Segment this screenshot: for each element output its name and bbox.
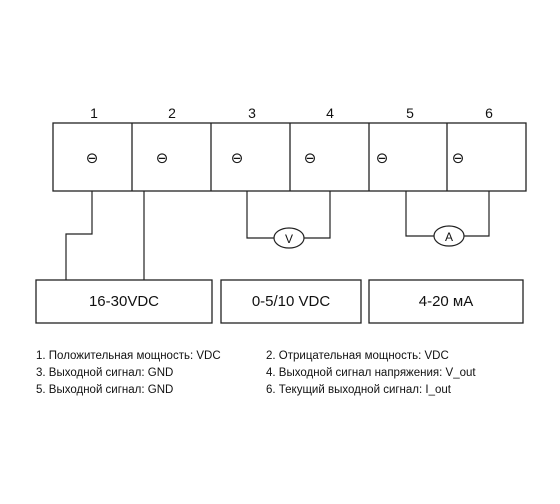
current-box bbox=[368, 279, 524, 324]
voltmeter-icon bbox=[273, 227, 305, 249]
terminal-block bbox=[52, 122, 527, 192]
ammeter-loop bbox=[405, 191, 490, 247]
power-box-label: 16-30VDC bbox=[89, 293, 159, 310]
terminal-number-4: 4 bbox=[326, 105, 334, 121]
legend-item-5: 5. Выходной сигнал: GND bbox=[36, 384, 173, 396]
wire-terminal-5 bbox=[405, 191, 434, 237]
screw-icon: ⊖ bbox=[376, 149, 389, 167]
terminal-number-2: 2 bbox=[168, 105, 176, 121]
power-box bbox=[35, 279, 213, 324]
screw-icon: ⊖ bbox=[86, 149, 99, 167]
ammeter-icon bbox=[433, 225, 465, 247]
screw-icon: ⊖ bbox=[452, 149, 465, 167]
legend-item-3: 3. Выходной сигнал: GND bbox=[36, 367, 173, 379]
screw-icon: ⊖ bbox=[304, 149, 317, 167]
wire-terminal-1 bbox=[65, 191, 93, 280]
terminal-number-1: 1 bbox=[90, 105, 98, 121]
legend-item-1: 1. Положительная мощность: VDC bbox=[36, 350, 221, 362]
terminal-number-3: 3 bbox=[248, 105, 256, 121]
voltage-box-label: 0-5/10 VDC bbox=[252, 293, 331, 310]
power-wires bbox=[65, 191, 145, 280]
ammeter-label: A bbox=[445, 230, 453, 244]
wire-terminal-3 bbox=[246, 191, 274, 239]
legend-item-4: 4. Выходной сигнал напряжения: V_out bbox=[266, 367, 476, 379]
wire-terminal-6 bbox=[464, 191, 490, 237]
screw-icon: ⊖ bbox=[156, 149, 169, 167]
voltage-box bbox=[220, 279, 362, 324]
screw-icon: ⊖ bbox=[231, 149, 244, 167]
terminal-number-6: 6 bbox=[485, 105, 493, 121]
current-box-label: 4-20 мА bbox=[419, 293, 474, 310]
wire-terminal-4 bbox=[304, 191, 331, 239]
legend-item-6: 6. Текущий выходной сигнал: I_out bbox=[266, 384, 452, 396]
terminal-number-5: 5 bbox=[406, 105, 414, 121]
legend: 1. Положительная мощность: VDC 2. Отрица… bbox=[36, 350, 476, 396]
legend-item-2: 2. Отрицательная мощность: VDC bbox=[266, 350, 449, 362]
voltmeter-loop bbox=[246, 191, 331, 249]
voltmeter-label: V bbox=[285, 232, 293, 246]
